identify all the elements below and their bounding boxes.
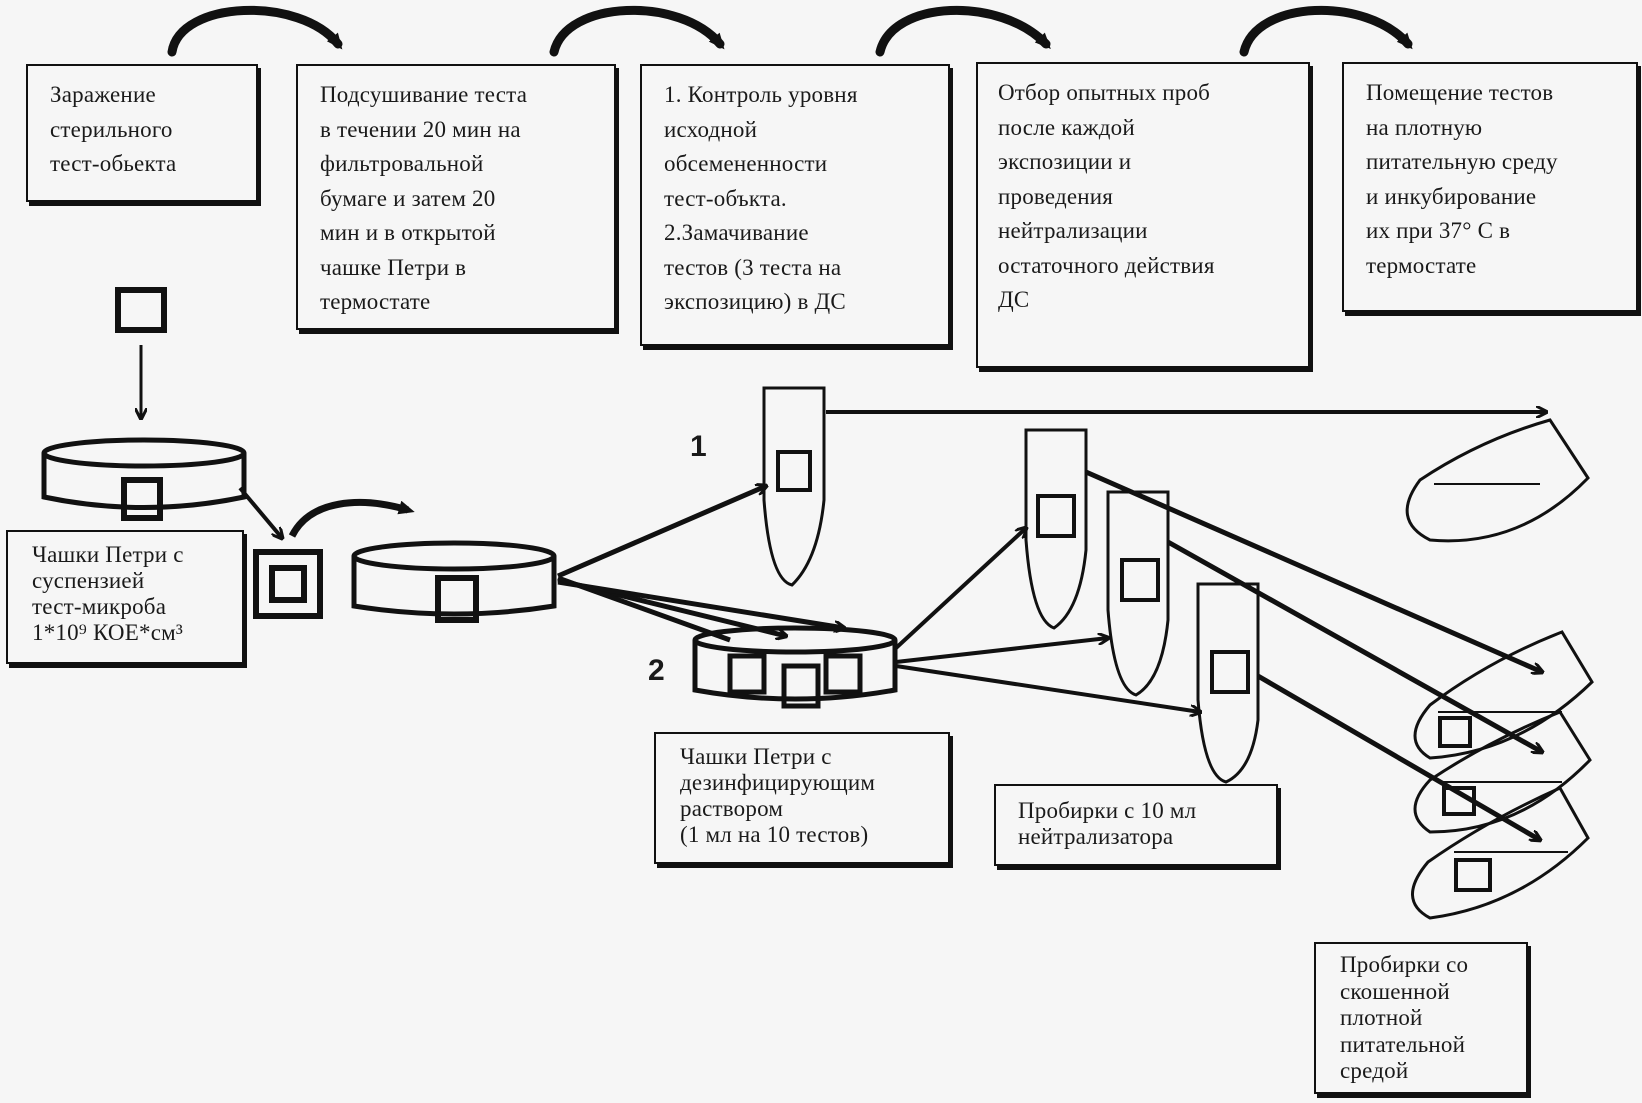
- caption-tubes-neutralizer-text: Пробирки с 10 мл нейтрализатора: [1018, 798, 1197, 849]
- caption-petri-disinfectant: Чашки Петри с дезинфицирующим раствором …: [654, 732, 950, 864]
- branch-label-1: 1: [690, 430, 707, 463]
- step-box-sampling: Отбор опытных проб после каждой экспозиц…: [976, 62, 1310, 368]
- branch-label-2: 2: [648, 654, 665, 687]
- slanted-tube-icon: [1411, 786, 1590, 920]
- step-text-control-soaking: 1. Контроль уровня исходной обсемененнос…: [664, 82, 858, 314]
- step-box-control-soaking: 1. Контроль уровня исходной обсемененнос…: [640, 64, 950, 346]
- step-box-incubation: Помещение тестов на плотную питательную …: [1342, 62, 1638, 312]
- petri-dish-open-icon: [351, 540, 557, 623]
- step-arrow-1-2: [167, 6, 343, 57]
- caption-petri-suspension: Чашки Петри с суспензией тест-микроба 1*…: [6, 530, 244, 664]
- step-arrow-4-5: [1239, 6, 1413, 57]
- step-text-infection: Заражение стерильного тест-обьекта: [50, 82, 177, 176]
- petri-dish-suspension-icon: [41, 437, 247, 521]
- slanted-tube-icon: [1413, 630, 1594, 760]
- test-object-wrapped-icon: [253, 549, 323, 619]
- step-text-incubation: Помещение тестов на плотную питательную …: [1366, 80, 1558, 278]
- test-object-icon: [115, 287, 167, 333]
- step-arrow-2-3: [549, 6, 725, 57]
- caption-tubes-slanted-text: Пробирки со скошенной плотной питательно…: [1340, 952, 1469, 1083]
- caption-tubes-slanted: Пробирки со скошенной плотной питательно…: [1314, 942, 1528, 1094]
- test-tube-control-icon: [762, 386, 826, 587]
- step-box-infection: Заражение стерильного тест-обьекта: [26, 64, 258, 202]
- caption-petri-disinfectant-text: Чашки Петри с дезинфицирующим раствором …: [680, 744, 876, 847]
- test-tube-neutralizer-icon: [1024, 428, 1260, 784]
- caption-tubes-neutralizer: Пробирки с 10 мл нейтрализатора: [994, 784, 1278, 866]
- caption-petri-suspension-text: Чашки Петри с суспензией тест-микроба 1*…: [32, 542, 184, 645]
- slanted-tube-icon: [1405, 418, 1590, 543]
- step-text-drying: Подсушивание теста в течении 20 мин на ф…: [320, 82, 528, 314]
- step-arrow-3-4: [875, 6, 1051, 57]
- step-text-sampling: Отбор опытных проб после каждой экспозиц…: [998, 80, 1215, 312]
- petri-dish-disinfectant-icon: [692, 625, 898, 709]
- step-box-drying: Подсушивание теста в течении 20 мин на ф…: [296, 64, 616, 330]
- slanted-tube-icon: [1413, 710, 1592, 834]
